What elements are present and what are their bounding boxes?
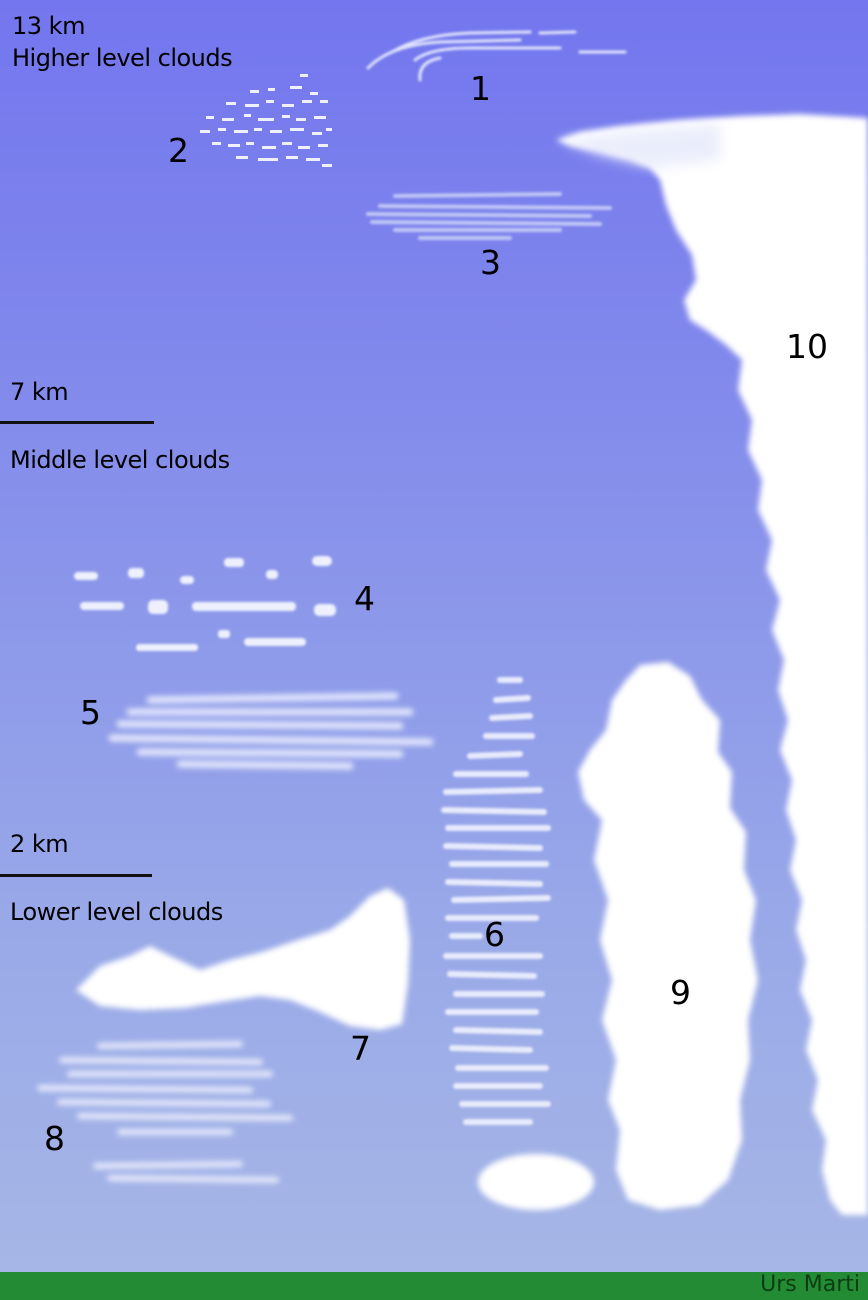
cloud-8-stratus bbox=[37, 1041, 293, 1183]
cloud-number-1: 1 bbox=[470, 69, 491, 108]
cloud-6-nimbostratus bbox=[441, 677, 551, 1125]
cloud-9-base-puff bbox=[478, 1154, 594, 1210]
cloud-4-altocumulus bbox=[74, 556, 336, 651]
cloud-number-6: 6 bbox=[484, 915, 505, 954]
cloud-number-9: 9 bbox=[670, 973, 691, 1012]
cloud-number-2: 2 bbox=[168, 131, 189, 170]
cloud-number-10: 10 bbox=[786, 327, 828, 366]
ground-strip bbox=[0, 1272, 868, 1300]
level-title-high: Higher level clouds bbox=[12, 44, 233, 72]
cloud-9-cumulus-congestus bbox=[578, 662, 758, 1210]
author-credit: Urs Marti bbox=[760, 1272, 860, 1297]
cloud-10-cumulonimbus bbox=[556, 114, 868, 1215]
cloud-number-5: 5 bbox=[80, 693, 101, 732]
level-title-middle: Middle level clouds bbox=[10, 446, 230, 474]
cloud-3-cirrostratus bbox=[366, 192, 612, 240]
cloud-number-3: 3 bbox=[480, 243, 501, 282]
cloud-7-stratocumulus bbox=[76, 888, 410, 1030]
cloud-number-7: 7 bbox=[350, 1029, 371, 1068]
altitude-2km: 2 km bbox=[10, 830, 69, 858]
cloud-1-cirrus bbox=[366, 30, 627, 82]
altitude-13km: 13 km bbox=[12, 12, 85, 40]
divider-2km bbox=[0, 874, 152, 877]
cloud-number-8: 8 bbox=[44, 1119, 65, 1158]
level-title-low: Lower level clouds bbox=[10, 898, 223, 926]
cloud-illustration bbox=[37, 30, 868, 1215]
cloud-number-4: 4 bbox=[354, 579, 375, 618]
cloud-5-altostratus bbox=[108, 692, 434, 770]
divider-7km bbox=[0, 421, 154, 424]
altitude-7km: 7 km bbox=[10, 378, 69, 406]
cloud-2-cirrocumulus bbox=[200, 74, 332, 167]
